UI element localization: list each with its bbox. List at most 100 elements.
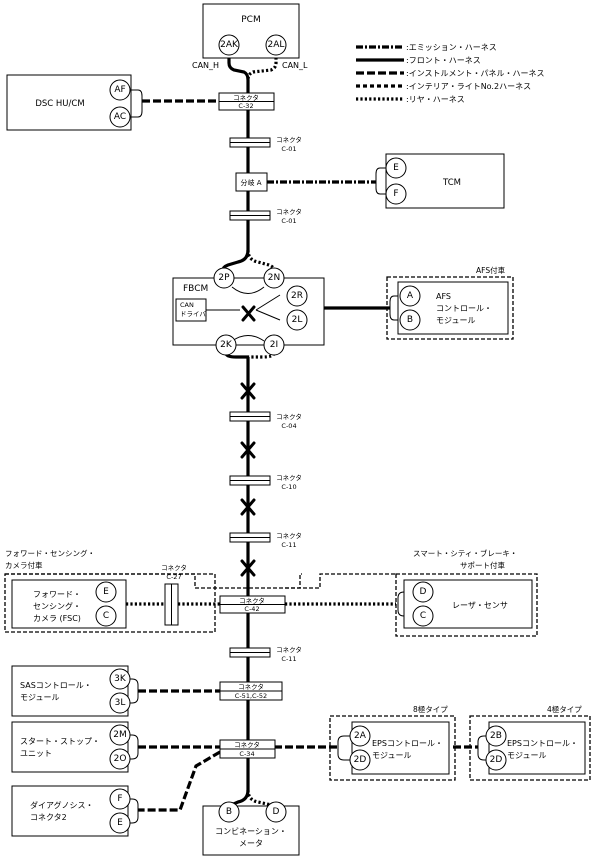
dsc-label: DSC HU/CM — [35, 99, 84, 109]
laser-sensor-label: レーザ・センサ — [452, 601, 508, 610]
eps8-group-label: 8極タイプ — [413, 704, 448, 714]
start-stop-pin-2-label: 2O — [114, 754, 127, 764]
connector-c11-lower: コネクタ C-11 — [229, 645, 302, 663]
eps4-label-1: EPSコントロール・ — [507, 739, 578, 748]
trunk-wires — [221, 53, 278, 808]
dsc-pin-2 — [109, 106, 131, 128]
fbcm-pin-side-2 — [286, 309, 308, 331]
diag-pin-2-label: E — [117, 818, 123, 828]
sas-module — [11, 665, 129, 717]
twist-mark-4 — [240, 559, 256, 577]
eps8-pin-2-label: 2D — [354, 755, 367, 765]
connector-c32: コネクタ C-32 — [218, 92, 275, 111]
afs-label-1: AFS — [436, 292, 451, 301]
dsc-pin-2-label: AC — [114, 112, 126, 122]
sas-label-1: SASコントロール・ — [20, 681, 92, 690]
can-l-label: CAN_L — [282, 61, 308, 70]
start-stop-label-2: ユニット — [20, 749, 52, 758]
afs-pin-2-label: B — [407, 315, 413, 325]
start-stop-label-1: スタート・ストップ・ — [20, 737, 100, 746]
eps4-group-label: 4極タイプ — [547, 704, 582, 714]
start-stop-pin-1-label: 2M — [113, 730, 127, 740]
fsc-pin-1 — [95, 581, 117, 603]
connector-c01b-word: コネクタ — [276, 207, 302, 216]
afs-label-3: モジュール — [436, 316, 475, 325]
fbcm-pin-bot-2 — [263, 334, 285, 356]
scbs-option-group — [395, 573, 538, 637]
eps8-pin-2 — [349, 749, 371, 771]
fbcm-pin-top-2 — [263, 267, 285, 289]
laser-pin-2-label: C — [420, 611, 426, 621]
fbcm-x-mark — [241, 305, 256, 322]
connector-c34: コネクタ C-34 — [219, 739, 276, 759]
fsc-pin-2 — [95, 605, 117, 627]
legend-interior-label: :インテリア・ライトNo.2ハーネス — [406, 82, 531, 91]
branch-a-label: 分岐 A — [240, 178, 261, 187]
cm-pin-2-label: D — [273, 807, 280, 817]
connector-c11a-word: コネクタ — [276, 531, 302, 540]
cm-label-2: メータ — [239, 839, 263, 848]
eps4-pin-2-label: 2D — [490, 755, 503, 765]
connector-c01-upper: コネクタ C-01 — [229, 135, 302, 153]
pcm-pin-2-label: 2AL — [268, 40, 285, 50]
tcm-pin-1-label: E — [393, 163, 399, 173]
diag-pin-1 — [109, 788, 131, 810]
scbs-option-label-1: スマート・シティ・ブレーキ・ — [413, 548, 517, 558]
branch-wires — [114, 89, 490, 824]
fbcm-pin-side-2-label: 2L — [292, 315, 303, 325]
connector-c34-label: C-34 — [239, 750, 254, 758]
laser-pin-1 — [412, 581, 434, 603]
diag-label-1: ダイアグノシス・ — [30, 800, 93, 810]
twist-mark-2 — [240, 441, 256, 459]
connector-c04: コネクタ C-04 — [229, 411, 302, 430]
eps8-label-2: モジュール — [372, 751, 411, 760]
start-stop-module — [11, 721, 129, 773]
diag-label-2: コネクタ2 — [30, 813, 67, 822]
legend-instrument-label: :インストルメント・パネル・ハーネス — [406, 69, 545, 78]
eps4-pin-1-label: 2B — [490, 731, 502, 741]
afs-pin-2 — [399, 309, 421, 331]
sas-label-2: モジュール — [20, 693, 59, 702]
fsc-option-group — [4, 573, 216, 633]
fbcm-pin-top-1-label: 2P — [218, 273, 230, 283]
connector-c10-word: コネクタ — [276, 473, 302, 482]
eps8-group — [329, 715, 456, 781]
tcm-pin-1 — [385, 157, 407, 179]
laser-pin-2 — [412, 605, 434, 627]
legend-rear-label: :リヤ・ハーネス — [406, 95, 465, 104]
connector-c11a-label: C-11 — [281, 541, 296, 549]
fbcm-pin-top-1 — [213, 267, 235, 289]
scbs-option-label-2: サポート付車 — [460, 560, 505, 570]
eps4-pin-2 — [485, 749, 507, 771]
tcm-pin-2 — [385, 183, 407, 205]
fbcm-pin-bot-2-label: 2I — [270, 340, 278, 350]
cm-pin-1 — [218, 801, 240, 823]
pcm-pin-1 — [218, 34, 240, 56]
fsc-option-label-1: フォワード・センシング・ — [5, 548, 95, 558]
fsc-option-label-2: カメラ付車 — [5, 560, 43, 570]
pcm-label: PCM — [241, 15, 260, 25]
connector-c42-word: コネクタ — [239, 596, 265, 605]
connector-c51-label: C-51,C-52 — [235, 692, 267, 700]
connector-c27-label: C-27 — [166, 573, 181, 581]
fbcm-label: FBCM — [183, 284, 208, 294]
fsc-label-2: センシング・ — [33, 601, 81, 611]
tcm-pin-2-label: F — [393, 189, 398, 199]
connector-c11b-label: C-11 — [281, 655, 296, 663]
connector-c51-word: コネクタ — [238, 682, 264, 691]
connector-c10-label: C-10 — [281, 483, 296, 491]
eps4-pin-1 — [485, 725, 507, 747]
laser-pin-1-label: D — [420, 587, 427, 597]
dsc-pin-1 — [109, 79, 131, 101]
diag-pin-2 — [109, 812, 131, 834]
wire-diag — [138, 750, 221, 812]
diagnosis-connector-module — [11, 785, 129, 837]
diag-pin-1-label: F — [117, 794, 122, 804]
fbcm-internal-lines — [206, 294, 281, 321]
connector-c42-label: C-42 — [244, 605, 259, 613]
fsc-pin-1-label: E — [103, 587, 109, 597]
twist-mark-1 — [240, 382, 256, 400]
afs-label-2: コントロール・ — [436, 304, 492, 313]
start-stop-pin-1 — [109, 724, 131, 746]
